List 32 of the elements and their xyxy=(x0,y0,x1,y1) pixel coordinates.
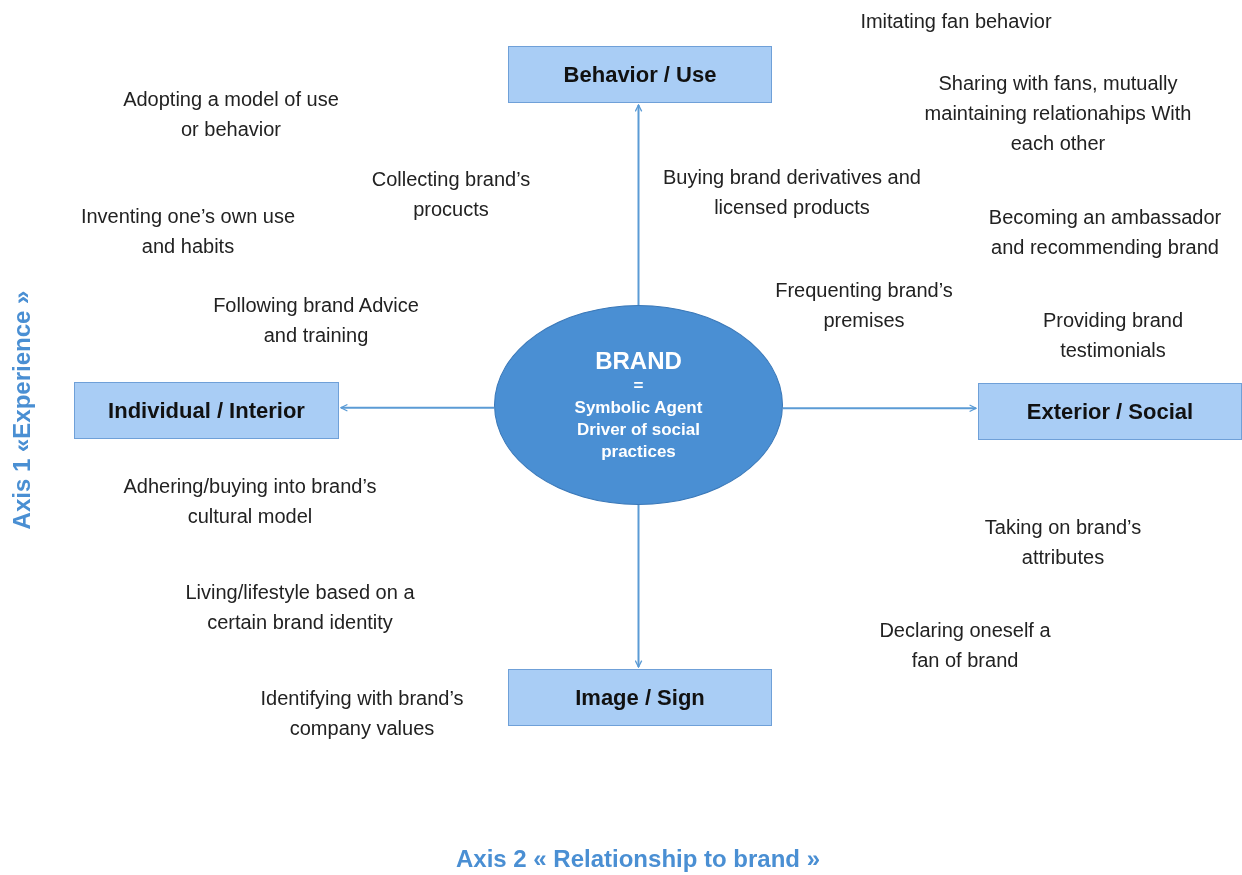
practice-text: Imitating fan behavior xyxy=(859,9,1053,34)
practice-text: Providing brand testimonials xyxy=(1041,308,1185,363)
practice-text: Identifying with brand’s company values xyxy=(259,686,465,741)
axis-title: Axis 1 «Experience » xyxy=(8,290,36,530)
practice-text: Declaring oneself a fan of brand xyxy=(878,618,1052,673)
ellipse-text: = xyxy=(633,375,644,397)
category-box xyxy=(978,383,1242,440)
arrow xyxy=(634,504,643,668)
arrow xyxy=(781,404,977,413)
box-label: Individual / Interior xyxy=(108,397,305,424)
category-box xyxy=(508,46,772,103)
practice-text: Collecting brand’s procucts xyxy=(370,167,532,222)
practice-text: Sharing with fans, mutually maintaining relationahips With each other xyxy=(923,71,1193,156)
practice-text: Inventing one’s own use and habits xyxy=(79,204,297,259)
practice-text: Frequenting brand’s premises xyxy=(774,278,954,333)
practice-text: Buying brand derivatives and licensed products xyxy=(662,165,922,220)
axis-title: Axis 2 « Relationship to brand » xyxy=(455,845,821,873)
arrow xyxy=(634,104,643,306)
practice-text: Adhering/buying into brand’s cultural model xyxy=(122,474,378,529)
practice-text: Becoming an ambassador and recommending brand xyxy=(987,205,1223,260)
practice-text: Taking on brand’s attributes xyxy=(983,515,1143,570)
category-box xyxy=(508,669,772,726)
box-label: Behavior / Use xyxy=(563,61,717,88)
ellipse-text: Symbolic Agent Driver of social practices xyxy=(573,397,704,463)
box-label: Image / Sign xyxy=(575,684,705,711)
ellipse-title: BRAND xyxy=(595,347,682,375)
practice-text: Following brand Advice and training xyxy=(212,293,420,348)
arrow xyxy=(340,403,495,412)
practice-text: Living/lifestyle based on a certain brand identity xyxy=(184,580,416,635)
practice-text: Adopting a model of use or behavior xyxy=(122,87,340,142)
box-label: Exterior / Social xyxy=(1026,398,1194,425)
category-box xyxy=(74,382,339,439)
